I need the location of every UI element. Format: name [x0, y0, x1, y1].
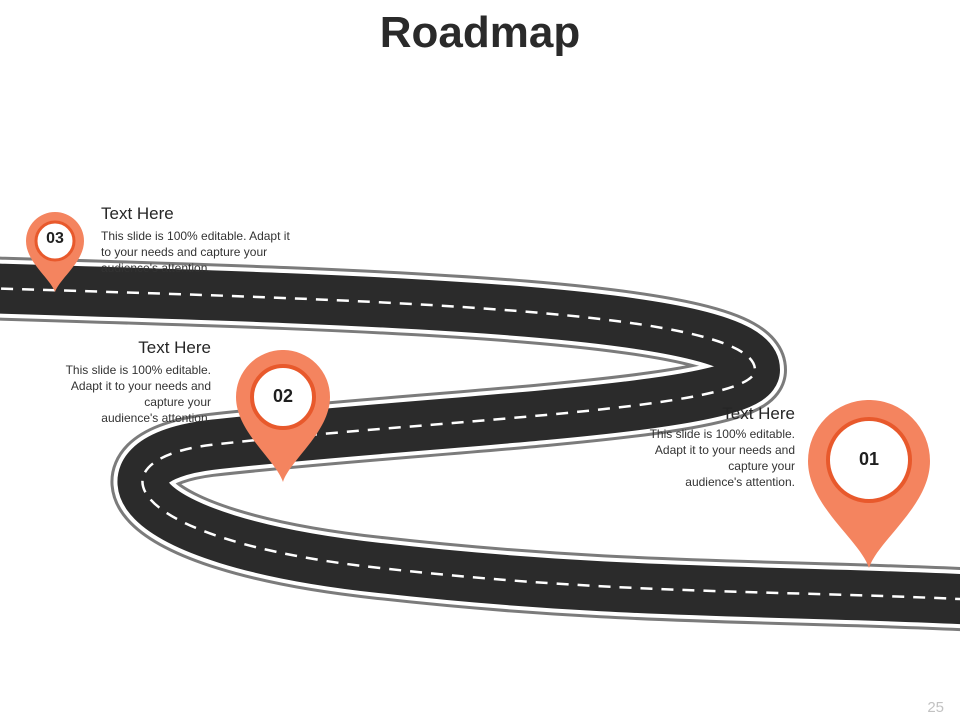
text-line: audience's attention. — [685, 475, 795, 489]
text-line: This slide is 100% editable. — [65, 363, 211, 377]
slide-title: Roadmap — [379, 8, 581, 57]
milestone-01-pin-icon — [808, 400, 930, 568]
text-line: Adapt it to your needs and — [70, 379, 211, 393]
milestone-02-body: This slide is 100% editable. Adapt it to… — [30, 362, 211, 426]
milestone-03-number: 03 — [46, 230, 64, 247]
milestone-03-body: This slide is 100% editable. Adapt it to… — [101, 228, 331, 276]
text-line: Adapt it to your needs and — [654, 443, 795, 457]
milestone-01-number: 01 — [858, 449, 880, 469]
milestone-03-pin-icon — [26, 212, 84, 292]
milestone-01-body: This slide is 100% editable. Adapt it to… — [600, 426, 795, 490]
page-number: 25 — [927, 699, 944, 716]
text-line: audience's attention. — [101, 411, 211, 425]
text-line: to your needs and capture your — [101, 245, 268, 259]
road-lane-dashes — [0, 287, 960, 601]
text-line: This slide is 100% editable. — [649, 427, 795, 441]
milestone-02-number: 02 — [272, 386, 294, 406]
milestone-01-heading: Text Here — [722, 404, 795, 423]
milestone-03-heading: Text Here — [101, 204, 174, 223]
text-line: audience's attention. — [101, 261, 211, 275]
text-line: capture your — [728, 459, 795, 473]
milestone-02-heading: Text Here — [138, 338, 211, 357]
text-line: This slide is 100% editable. Adapt it — [101, 229, 290, 243]
milestone-02-pin-icon — [236, 350, 330, 482]
text-line: capture your — [144, 395, 211, 409]
